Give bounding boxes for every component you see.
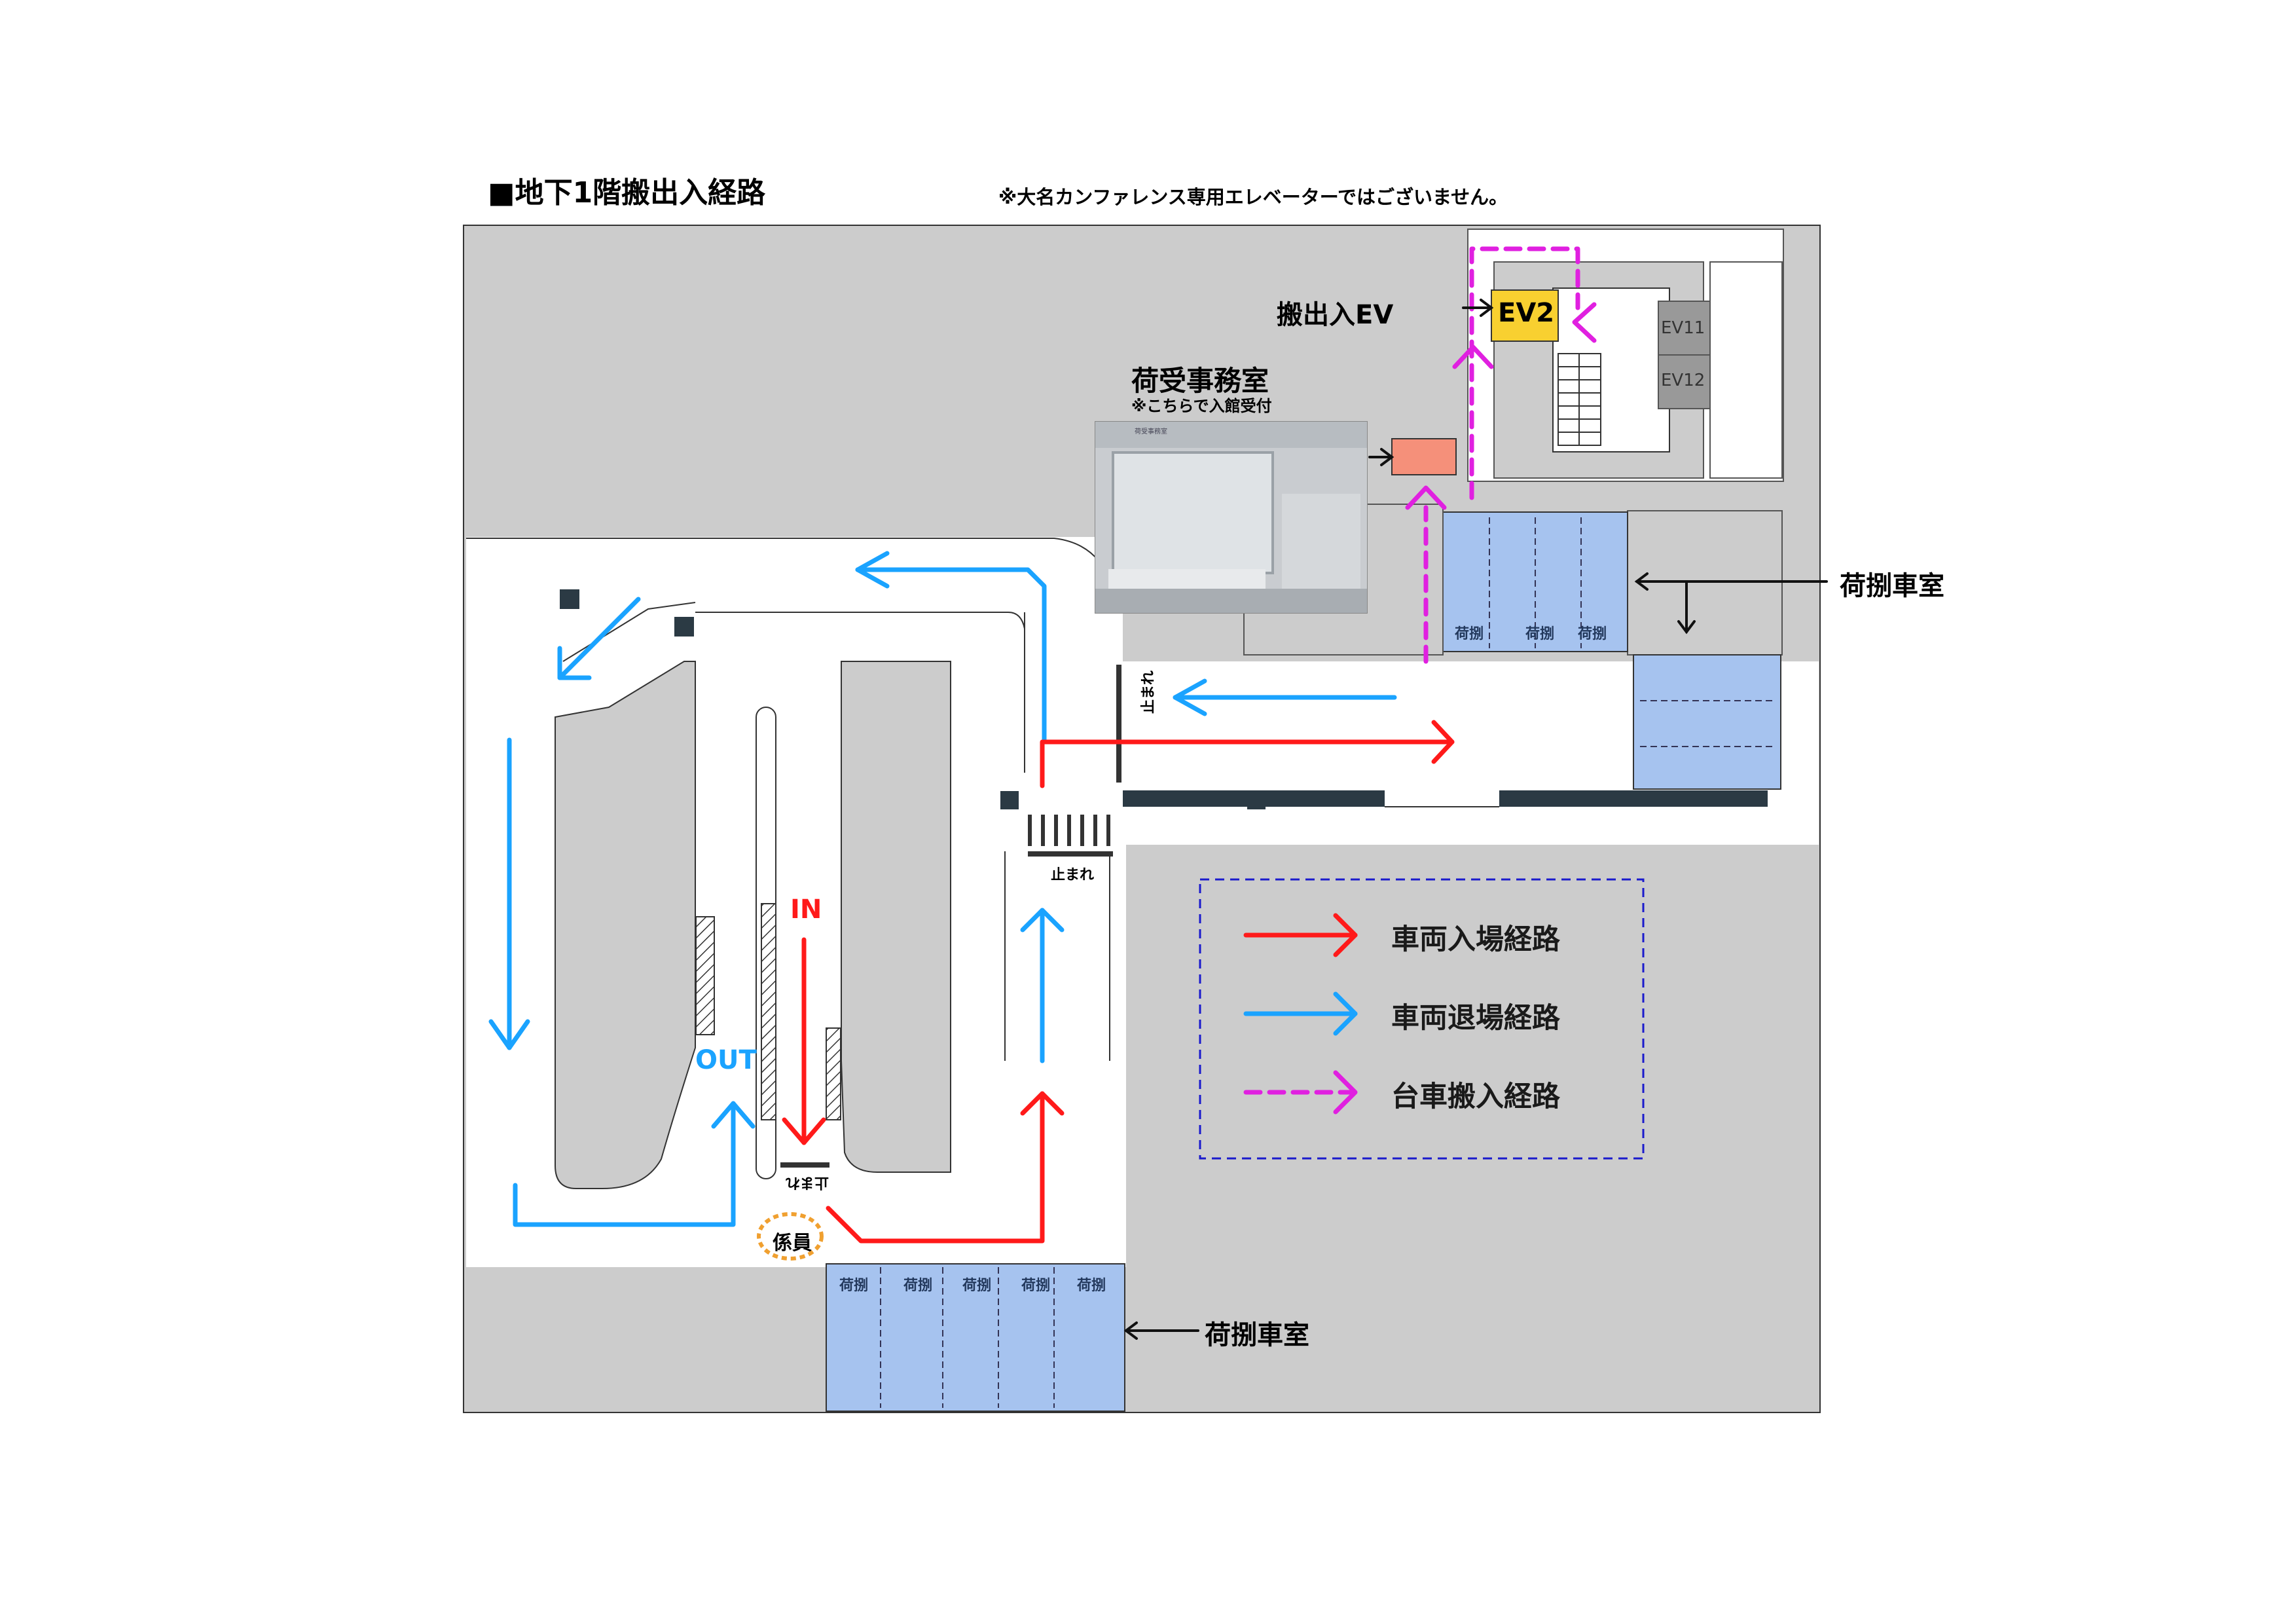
stop-mark: 止まれ	[1051, 867, 1095, 883]
entry-route	[782, 720, 1455, 1244]
office-box	[1391, 438, 1457, 475]
island-right	[841, 661, 951, 1173]
bay-mark: 荷捌	[839, 1277, 868, 1294]
island-left	[555, 661, 696, 1189]
ev11-box	[1658, 301, 1711, 356]
office-photo: 荷受事務室	[1095, 421, 1368, 614]
right-wall-strip	[1709, 261, 1783, 479]
bay-mark: 荷捌	[1021, 1277, 1050, 1294]
crosswalk	[1028, 815, 1110, 846]
staff-label: 係員	[773, 1232, 812, 1255]
ev2-box	[1491, 289, 1559, 342]
drive-curve	[695, 612, 1025, 629]
elevator-notice: ※大名カンファレンス専用エレベーターではございません。	[998, 186, 1508, 208]
staff-marker	[757, 1212, 824, 1261]
pillar	[1247, 791, 1266, 809]
bay-mark: 荷捌	[1077, 1277, 1106, 1294]
hatch-block	[761, 903, 776, 1120]
office-title: 荷受事務室	[1131, 365, 1269, 397]
legend-exit-route: 車両退場経路	[1391, 1002, 1560, 1035]
bay-mark: 荷捌	[1578, 625, 1607, 642]
ev2-label: EV2	[1498, 298, 1555, 328]
bay-mark: 荷捌	[903, 1277, 932, 1294]
bay-bottom	[826, 1263, 1125, 1412]
bay-mark: 荷捌	[1455, 625, 1484, 642]
wall-bar	[1499, 790, 1768, 807]
bay-mark: 荷捌	[962, 1277, 991, 1294]
bay-right-side	[1633, 654, 1781, 790]
hatch-block	[695, 916, 715, 1035]
ev12-box	[1658, 354, 1711, 409]
loading-ev-label: 搬出入EV	[1277, 300, 1394, 330]
bay-mark: 荷捌	[1525, 625, 1554, 642]
exit-route	[488, 551, 1397, 1227]
ev12-label: EV12	[1661, 371, 1705, 390]
unloading-room-bottom-label: 荷捌車室	[1205, 1320, 1309, 1350]
legend-cart-route: 台車搬入経路	[1391, 1080, 1560, 1113]
office-subtitle: ※こちらで入館受付	[1131, 397, 1272, 415]
pillar	[674, 617, 694, 637]
cart-route	[1423, 246, 1580, 664]
out-label: OUT	[695, 1045, 757, 1075]
pillar	[1000, 791, 1019, 809]
stop-mark: 止まれ	[786, 1174, 829, 1190]
right-bottom-block	[1126, 846, 1819, 1411]
photo-sign: 荷受事務室	[1135, 428, 1167, 435]
legend-entry-route: 車両入場経路	[1391, 923, 1560, 956]
page-title: ■地下1階搬出入経路	[488, 176, 766, 210]
hatch-block	[826, 1027, 841, 1120]
stop-mark: 止まれ	[1140, 670, 1157, 714]
pillar	[560, 589, 579, 609]
in-label: IN	[790, 895, 822, 925]
unloading-room-right-label: 荷捌車室	[1840, 571, 1944, 601]
ev11-label: EV11	[1661, 318, 1705, 338]
